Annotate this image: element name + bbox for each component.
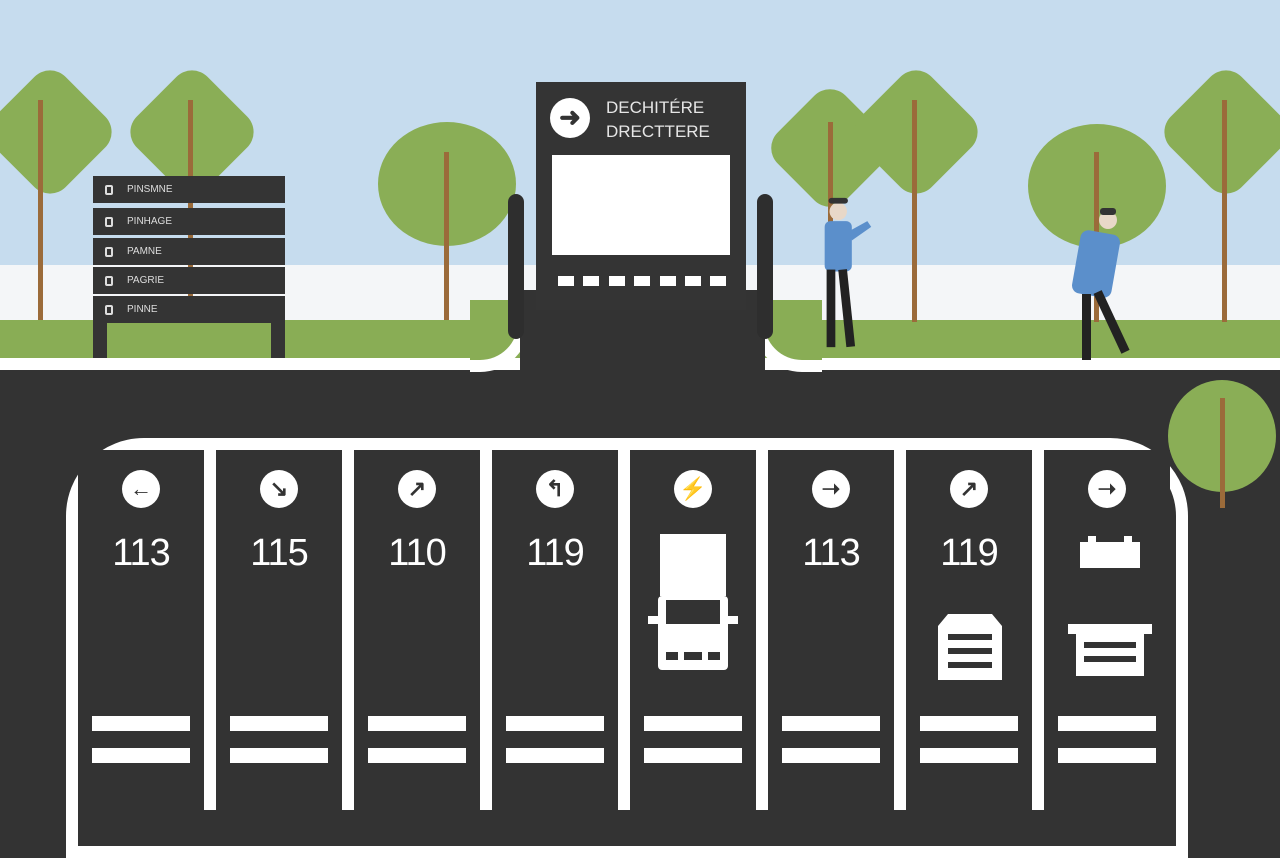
stall-number: 110 — [388, 532, 447, 574]
door-icon — [105, 304, 113, 315]
parking-stall[interactable]: ➝ — [1044, 450, 1170, 810]
tree — [1155, 60, 1280, 322]
stall-divider — [756, 450, 768, 810]
gate-post — [508, 194, 524, 339]
sign-leg — [271, 316, 285, 360]
sign-row-label: PINNE — [127, 304, 158, 315]
direction-arrow-icon: ↗ — [398, 470, 436, 508]
stall-divider — [342, 450, 354, 810]
gate-screen — [552, 155, 730, 255]
gate-title-line: DECHITÉRE — [606, 98, 705, 117]
barrier-dash — [634, 276, 650, 286]
barrier-dash — [710, 276, 726, 286]
direction-arrow-icon: ↗ — [950, 470, 988, 508]
stall-number: 113 — [802, 532, 861, 574]
gate-post — [757, 194, 773, 339]
barrier-dash — [609, 276, 625, 286]
gate-title-line: DRECTTERE — [606, 122, 710, 141]
sign-row: PAMNE — [93, 238, 285, 265]
door-icon — [105, 246, 113, 257]
direction-arrow-icon: ↰ — [536, 470, 574, 508]
stall-marking — [1058, 716, 1156, 731]
tree — [378, 122, 516, 322]
sign-row-label: PAMNE — [127, 246, 162, 257]
directory-sign: PINSMNE PINHAGE PAMNE PAGRIE PINNE — [93, 176, 285, 360]
sign-row-label: PINHAGE — [127, 216, 173, 227]
stall-marking — [920, 748, 1018, 763]
parking-stall[interactable]: ↰ 119 — [492, 450, 618, 810]
barrier-dash — [660, 276, 676, 286]
stall-divider — [618, 450, 630, 810]
truck-icon — [648, 534, 738, 670]
stall-marking — [230, 748, 328, 763]
pedestrian-figure — [1072, 208, 1130, 360]
stall-divider — [480, 450, 492, 810]
stall-marking — [506, 716, 604, 731]
sign-row: PINSMNE — [93, 176, 285, 203]
sign-row: PINHAGE — [93, 208, 285, 235]
stall-marking — [782, 716, 880, 731]
entrance-gate: ➜ DECHITÉRE DRECTTERE — [536, 82, 746, 310]
stall-marking — [506, 748, 604, 763]
stall-marking — [644, 748, 742, 763]
barrier-dash — [583, 276, 599, 286]
attendant-figure — [824, 197, 872, 348]
stall-marking — [920, 716, 1018, 731]
stall-marking — [368, 716, 466, 731]
stall-number: 119 — [526, 532, 585, 574]
stall-marking — [92, 748, 190, 763]
arrow-right-icon: ➜ — [550, 98, 590, 138]
parking-stall[interactable]: ⚡ — [630, 450, 756, 810]
direction-arrow-icon: ⚡ — [674, 470, 712, 508]
stall-divider — [1032, 450, 1044, 810]
direction-arrow-icon: ← — [122, 470, 160, 508]
stall-number: 113 — [112, 532, 171, 574]
door-icon — [105, 275, 113, 286]
gate-title: DECHITÉRE DRECTTERE — [606, 96, 710, 144]
sign-leg — [93, 316, 107, 360]
stall-divider — [204, 450, 216, 810]
stall-marking — [1058, 748, 1156, 763]
direction-arrow-icon: ➝ — [1088, 470, 1126, 508]
tree — [845, 60, 987, 322]
stall-marking — [230, 716, 328, 731]
stall-divider — [894, 450, 906, 810]
parking-stall[interactable]: ↗ 119 — [906, 450, 1032, 810]
stall-marking — [92, 716, 190, 731]
barrier-dash — [558, 276, 574, 286]
sign-row: PINNE — [93, 296, 285, 323]
direction-arrow-icon: ↘ — [260, 470, 298, 508]
sign-row: PAGRIE — [93, 267, 285, 294]
cabinet-icon — [938, 614, 1002, 680]
parking-stall[interactable]: ↗ 110 — [354, 450, 480, 810]
sign-row-label: PAGRIE — [127, 275, 165, 286]
tree — [0, 60, 121, 320]
stall-marking — [782, 748, 880, 763]
direction-arrow-icon: ➝ — [812, 470, 850, 508]
parking-stall[interactable]: ↘ 115 — [216, 450, 342, 810]
tree — [1168, 380, 1276, 510]
stall-number: 119 — [940, 532, 999, 574]
parking-stall[interactable]: ← 113 — [78, 450, 204, 810]
sign-row-label: PINSMNE — [127, 184, 173, 195]
door-icon — [105, 184, 113, 195]
stall-marking — [368, 748, 466, 763]
battery-icon — [1068, 536, 1152, 676]
door-icon — [105, 216, 113, 227]
stall-marking — [644, 716, 742, 731]
stall-number: 115 — [250, 532, 309, 574]
barrier-dash — [685, 276, 701, 286]
parking-stall[interactable]: ➝ 113 — [768, 450, 894, 810]
